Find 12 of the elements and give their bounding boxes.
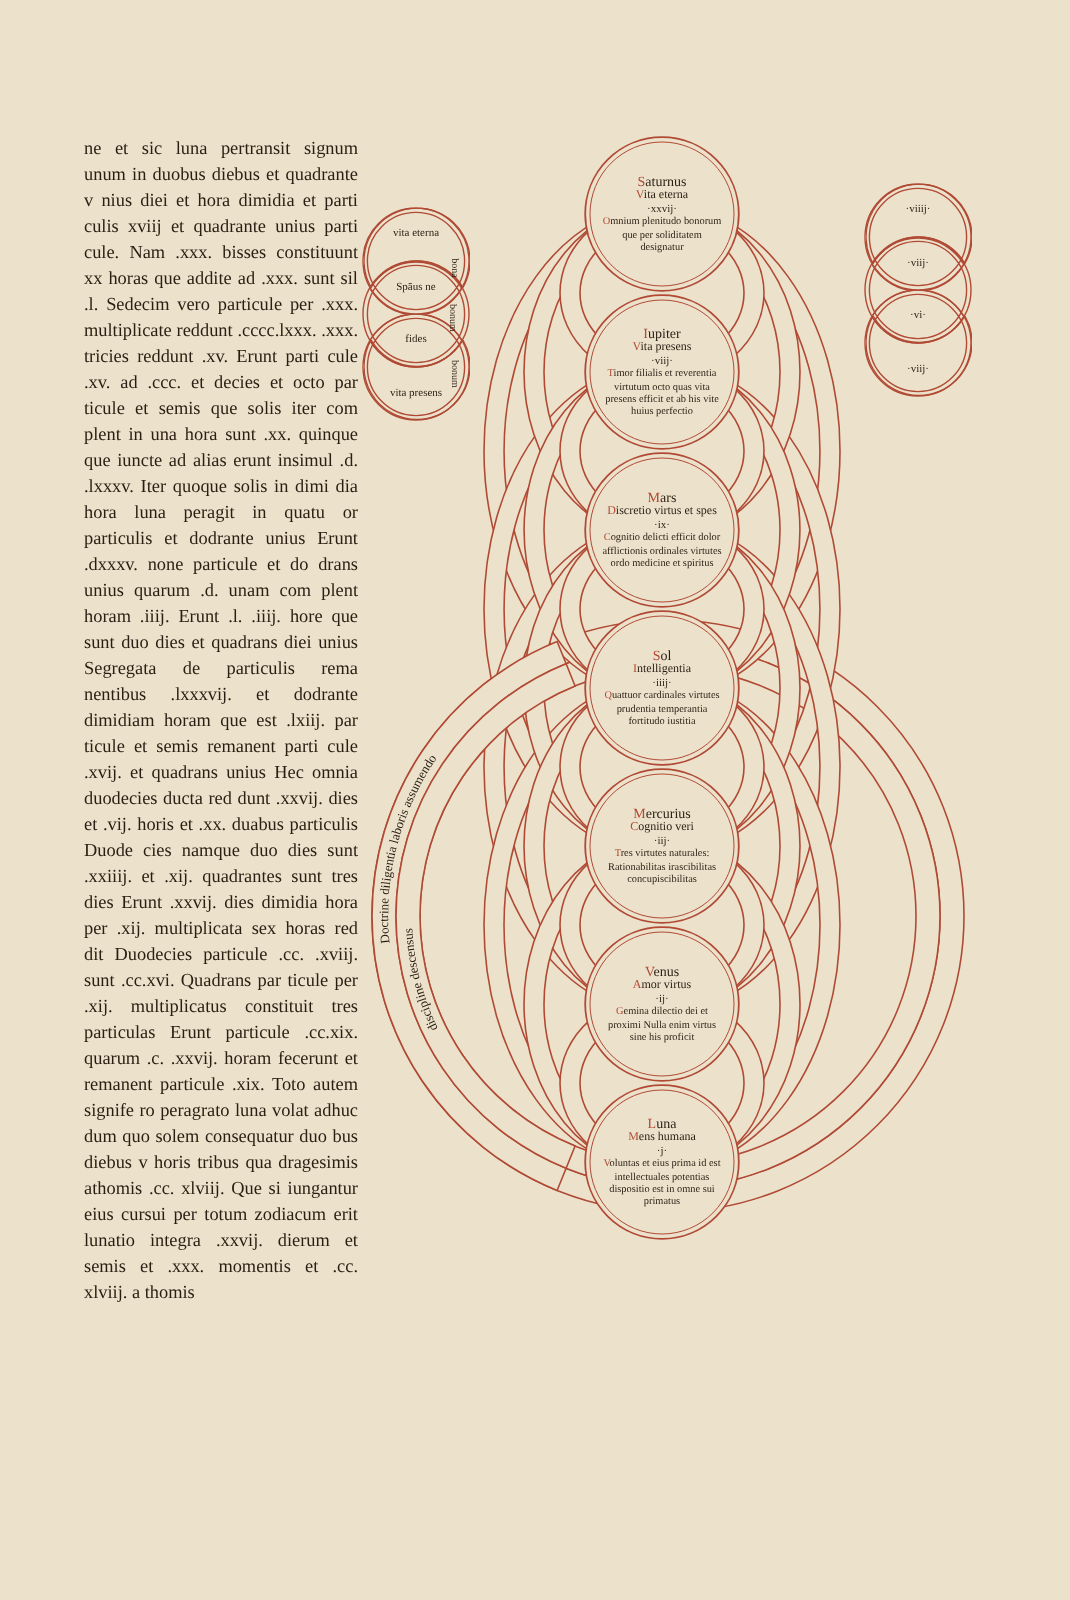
lens-region [872, 237, 964, 290]
crescent-region [865, 316, 971, 396]
planet-circle [584, 1084, 740, 1240]
planet-circle [584, 926, 740, 1082]
text-column: ne et sic luna pertransit signum unum in duobus diebus et quadrante v nius diei et hora dimidia et parti culis xviij et quadrante unius parti cule. Nam .xxx. bisses constituunt xx horas que addite ad .xxx. sunt sil .l. Sedecim vero particule per .xxx. multiplicate reddunt .cccc.lxxx. .xxx. tricies reddunt .xv. Erunt parti cule .xv. ad .ccc. et decies et octo par ticule et semis que solis iter com plent in una hora sunt .xx. quinque que iuncte ad alias erunt insimul .d. .lxxxv. Iter quoque solis in dimi dia hora luna peragit in quatu or particulis et dodrante unius Erunt .dxxxv. none particule et do drans unius quarum .d. unam com plent horam .iiij. Erunt .l. .iiij. hore que sunt duo dies et quadrans diei unius Segregata de particulis rema nentibus .lxxxvij. et dodrante dimidiam horam que est .lxiij. par ticule et semis remanent parti cule .xvij. et quadrans unius Hec omnia duodecies ducta red dunt .xxvij. dies et .vij. horis et .xx. duabus particulis Duode cies namque duo dies sunt .xxiiij. et .xij. quadrantes sunt tres dies Erunt .xxvij. dies dimidia hora per .xij. multiplicata sex horas red dit Duodecies particule .cc. .xviij. sunt .cc.xvi. Quadrans par ticule per .xij. multiplicatus constituit tres particulas Erunt particule .cc.xix. quarum .c. .xxvij. horam fecerunt et remanent particule .xix. Toto autem signife ro peragrato luna volat adhuc dum quo solem consequatur duo bus diebus v horis tribus qua dragesimis athomis .cc. xlviij. Que si iungantur eius cursui per totum zodiacum erit lunatio integra .xxvij. dierum et semis et .xxx. momentis et .cc. xlviij. a thomis [84, 136, 358, 1306]
planet-circle [584, 294, 740, 450]
planet-circle [584, 610, 740, 766]
planet-circle [584, 768, 740, 924]
planet-circle [584, 136, 740, 292]
crescent-region [363, 340, 469, 420]
lens-region [872, 290, 964, 343]
planet-circle [584, 452, 740, 608]
